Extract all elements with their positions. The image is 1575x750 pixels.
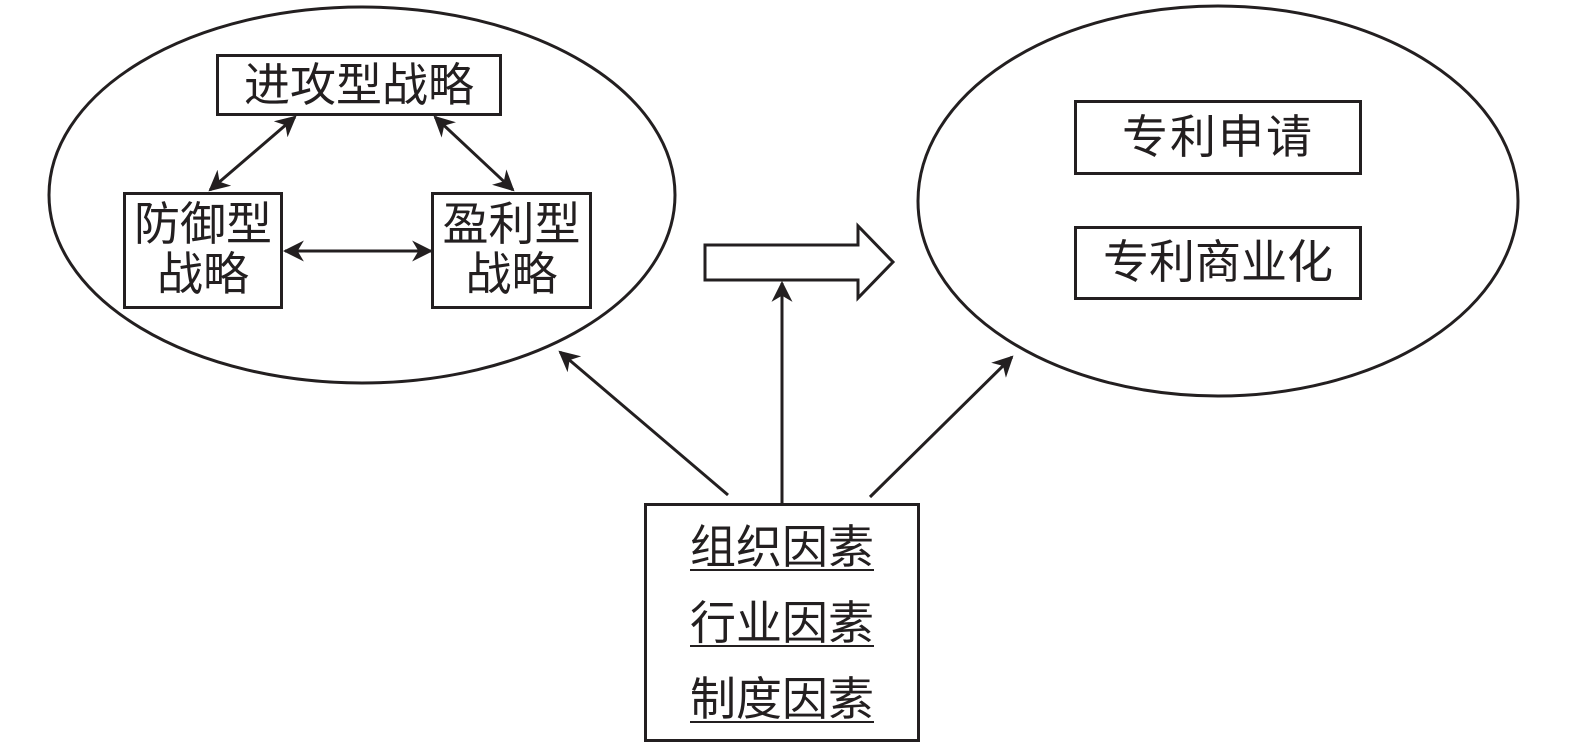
arrow-offensive-profit [433, 115, 515, 192]
profit-strategy-label: 盈利型战略 [442, 197, 581, 301]
defensive-strategy-label: 防御型战略 [134, 197, 272, 301]
arrow-offensive-defensive [208, 115, 297, 192]
strategy-ellipse [47, 5, 677, 385]
profit-strategy-box: 盈利型战略 [431, 192, 592, 309]
offensive-strategy-label: 进攻型战略 [244, 58, 474, 112]
factors-box: 组织因素 行业因素 制度因素 [644, 503, 920, 742]
factor-industry: 行业因素 [690, 596, 874, 650]
defensive-strategy-box: 防御型战略 [123, 192, 283, 309]
factor-institutional: 制度因素 [690, 672, 874, 726]
patent-application-box: 专利申请 [1074, 100, 1362, 175]
patent-application-label: 专利申请 [1122, 110, 1314, 164]
arrow-factors-to-outcome [868, 355, 1014, 499]
factor-organizational: 组织因素 [690, 520, 874, 574]
patent-commercialization-box: 专利商业化 [1074, 226, 1362, 300]
patent-commercialization-label: 专利商业化 [1103, 235, 1333, 289]
arrow-factors-to-strategy [558, 350, 729, 497]
outcome-ellipse [916, 4, 1520, 398]
offensive-strategy-box: 进攻型战略 [216, 54, 502, 116]
hollow-arrow-right [703, 222, 896, 302]
